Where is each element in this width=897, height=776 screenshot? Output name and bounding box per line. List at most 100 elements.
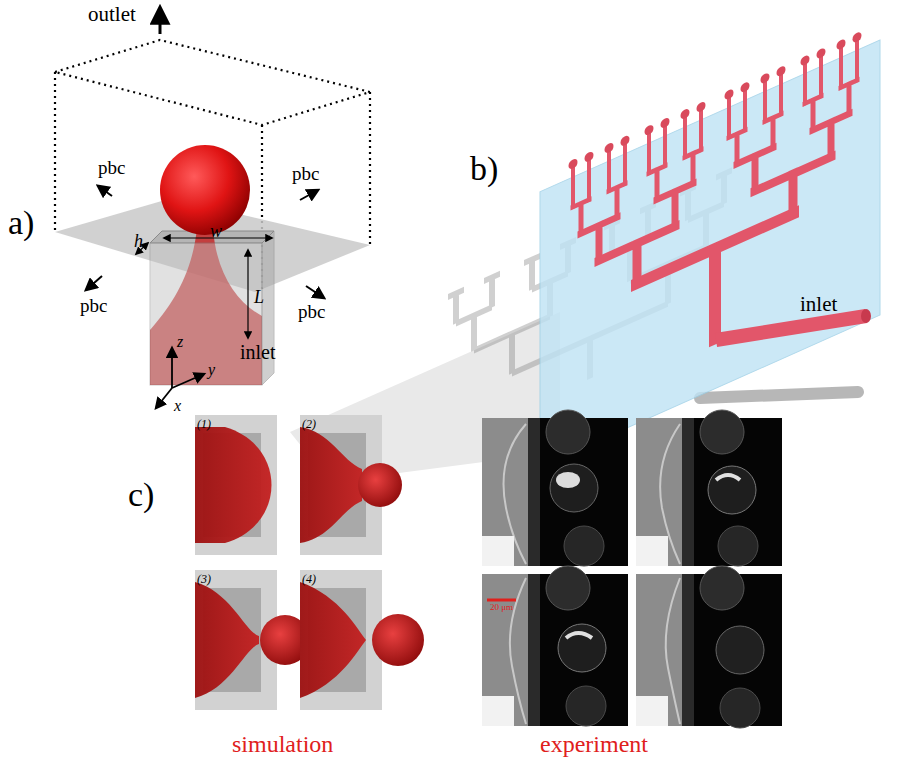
domain-box-edge (54, 72, 56, 232)
outlet-dots-part (817, 47, 826, 60)
slab-face (540, 40, 880, 467)
experiment-frame-part (564, 526, 604, 566)
experiment-frame-part (550, 464, 598, 512)
inlet-label: inlet (800, 294, 837, 315)
boundary-label: pbc (292, 164, 319, 183)
experiment-frame-part (700, 410, 744, 454)
outlet-dots-part (697, 100, 706, 113)
inlet-tube (716, 316, 866, 340)
experiment-frame-part (546, 410, 590, 454)
panel-letter: c) (128, 478, 154, 512)
experiment-frame (636, 566, 782, 728)
axis-label: z (177, 334, 183, 350)
panel-a-illustration (55, 8, 370, 408)
tree-leaves (573, 42, 857, 207)
boundary-label: pbc (80, 296, 107, 315)
frame-number: (4) (302, 573, 316, 585)
experiment-frame-part (682, 418, 694, 566)
experiment-frame (636, 410, 782, 566)
outlet-dots-part (605, 141, 614, 154)
inlet-label: inlet (240, 342, 276, 362)
axis-x (156, 388, 172, 408)
outlet-dots-part (761, 72, 770, 85)
column-caption: experiment (540, 732, 648, 756)
experiment-frames (482, 410, 782, 728)
experiment-frame-part (636, 418, 682, 566)
outlet-dots-part (801, 54, 810, 67)
pbc-arrow (98, 186, 112, 196)
experiment-frame-part (636, 696, 668, 726)
outlet-dots-part (645, 124, 654, 137)
simulation-frame-part (195, 582, 259, 698)
tree-level-2 (581, 114, 849, 269)
experiment-frame-part (528, 418, 540, 566)
outlet-dots-part (725, 88, 734, 101)
experiment-frame-part (716, 475, 740, 480)
channel-tree (573, 42, 857, 402)
experiment-frame-part (708, 466, 756, 514)
experiment-frame-part (718, 526, 758, 566)
experiment-frame-part (482, 536, 514, 566)
scale-bar (487, 599, 516, 602)
scale-label: 20 μm (490, 603, 513, 612)
simulation-frames (195, 415, 424, 710)
inlet-tube-end (861, 309, 871, 323)
axis-z (171, 348, 173, 388)
simulation-frame-part (300, 570, 382, 710)
axis-label: x (174, 398, 181, 414)
column-caption: simulation (232, 732, 333, 756)
channel-front (150, 243, 262, 385)
experiment-frame-part (682, 574, 694, 726)
outlet-dots-part (585, 150, 594, 163)
experiment-frame-part (566, 633, 592, 638)
simulation-frame-part (372, 614, 424, 666)
experiment-frame-part (482, 418, 528, 566)
panel-letter: a) (8, 206, 34, 240)
pbc-arrow (306, 286, 324, 298)
axis-label: y (208, 362, 215, 378)
axis-y (172, 374, 204, 388)
experiment-frame (482, 566, 628, 726)
simulation-frame-part (300, 582, 366, 698)
tree-level-1 (599, 157, 831, 300)
experiment-frame-part (482, 574, 528, 726)
outlet-dots-part (661, 116, 670, 129)
dimension-label: w (210, 222, 222, 240)
simulation-frame-part (358, 463, 402, 507)
frame-number: (1) (197, 418, 211, 430)
simulation-frame (300, 570, 424, 710)
outlet-dots-part (853, 31, 862, 44)
boundary-label: pbc (298, 302, 325, 321)
boundary-label: pbc (98, 158, 125, 177)
simulation-frame-part (195, 427, 272, 543)
droplet-sphere (160, 145, 250, 235)
tree-level-0 (637, 214, 793, 374)
experiment-frame (482, 410, 628, 566)
dimension-label: L (254, 288, 264, 306)
experiment-frame-part (636, 536, 668, 566)
dimension-l (247, 250, 248, 338)
outlet-dots-part (837, 38, 846, 51)
outlet-arrow (159, 8, 162, 34)
simulation-frame (300, 415, 402, 555)
simulation-frame-part (195, 415, 277, 555)
frame-number: (2) (302, 418, 316, 430)
outlet-label: outlet (88, 4, 136, 25)
experiment-frame-part (720, 688, 760, 728)
outlet-dots (569, 31, 862, 171)
experiment-frame-part (482, 696, 514, 726)
panel-letter: b) (470, 152, 498, 186)
pbc-arrow (300, 190, 318, 200)
simulation-frame (195, 415, 277, 555)
experiment-frame-part (716, 626, 764, 674)
domain-box-edge (369, 92, 371, 245)
experiment-frame-part (556, 472, 580, 488)
outlet-dots-part (621, 134, 630, 147)
chip-slab (540, 23, 880, 467)
simulation-frame (195, 570, 310, 710)
experiment-frame-part (700, 566, 744, 610)
outlet-dots-part (741, 81, 750, 94)
dimension-label: h (134, 232, 143, 250)
